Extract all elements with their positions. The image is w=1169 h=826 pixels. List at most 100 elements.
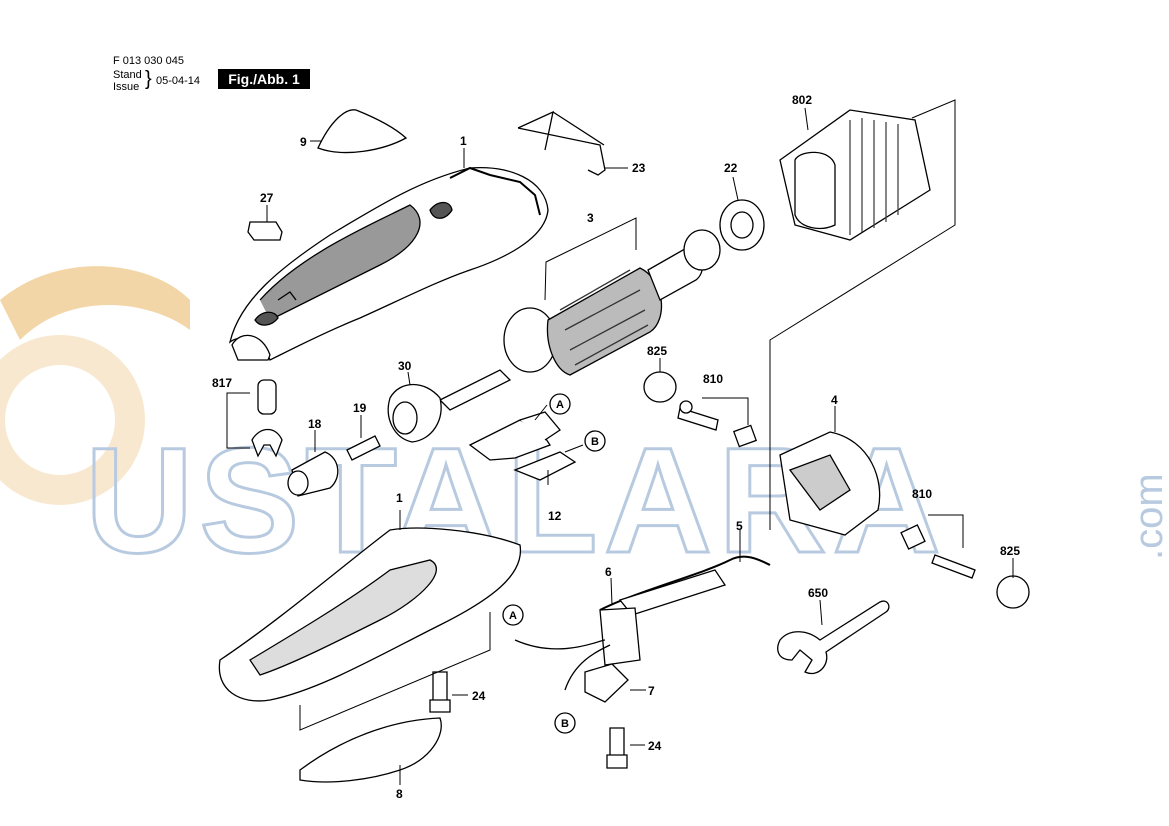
label-part-9: 9 xyxy=(300,135,307,149)
housing-switch-slot xyxy=(429,201,453,219)
brush-block xyxy=(519,411,561,441)
label-part-7: 7 xyxy=(648,684,655,698)
leader-30 xyxy=(407,371,411,386)
part-30-opening xyxy=(392,401,418,435)
part-1-lower-bracket xyxy=(299,612,491,731)
label-part-825-bottom: 825 xyxy=(1000,544,1020,558)
label-part-19: 19 xyxy=(353,401,367,415)
label-part-3: 3 xyxy=(587,211,594,225)
watermark-accent-arc xyxy=(0,266,190,340)
label-part-30: 30 xyxy=(398,359,412,373)
leader-a1 xyxy=(534,404,548,421)
label-part-18: 18 xyxy=(308,417,322,431)
issue-label: Issue xyxy=(113,81,140,93)
part-810-bracket-bottom xyxy=(928,514,964,548)
part-27-button xyxy=(247,221,283,241)
part-1-upper-housing xyxy=(228,166,549,361)
label-part-810-top: 810 xyxy=(703,372,723,386)
ref-circle-a2 xyxy=(502,604,524,626)
leader-b1 xyxy=(564,444,584,453)
part-23-clip xyxy=(517,110,606,176)
label-part-22: 22 xyxy=(724,161,738,175)
part-19-shaft-lock xyxy=(346,435,381,461)
label-part-4: 4 xyxy=(831,393,838,407)
housing-grip-shading xyxy=(259,204,421,321)
label-part-23: 23 xyxy=(632,161,646,175)
leader-802 xyxy=(804,107,809,131)
housing-lock-button xyxy=(254,311,279,326)
field-coil-windings xyxy=(849,118,899,235)
label-part-650: 650 xyxy=(808,586,828,600)
ref-circle-b1 xyxy=(584,430,606,452)
leader-650 xyxy=(819,599,823,626)
part-825-cap-bottom xyxy=(996,575,1030,609)
document-number: F 013 030 045 xyxy=(113,55,184,67)
part-825-cap-top xyxy=(643,371,677,403)
label-part-1-bottom: 1 xyxy=(396,491,403,505)
leader-lines xyxy=(266,107,1014,785)
armature-windings xyxy=(559,269,649,366)
label-part-802: 802 xyxy=(792,93,812,107)
part-810-washer-top xyxy=(679,400,693,414)
brace-glyph: } xyxy=(145,68,152,90)
figure-label: Fig./Abb. 1 xyxy=(218,69,310,89)
label-part-817: 817 xyxy=(212,376,232,390)
part-9-cover xyxy=(317,109,408,154)
ref-label-b2: B xyxy=(561,718,569,730)
leader-22 xyxy=(732,176,739,201)
issue-date: 05-04-14 xyxy=(156,75,201,87)
ref-circle-a1 xyxy=(549,393,571,415)
housing-vents xyxy=(449,166,541,216)
part-12-brush-plate xyxy=(513,451,577,481)
label-part-8: 8 xyxy=(396,787,403,801)
label-part-1-top: 1 xyxy=(460,134,467,148)
part-24-screw-right xyxy=(606,727,628,769)
lower-housing-interior xyxy=(249,559,437,676)
housing-arrow-mark xyxy=(277,291,297,301)
ref-label-b1: B xyxy=(591,436,599,448)
reference-markers: A B A B xyxy=(502,393,606,734)
ref-circle-b2 xyxy=(554,712,576,734)
part-18-nut-face xyxy=(287,470,309,496)
watermark-accent-ring xyxy=(0,335,145,505)
leader-6 xyxy=(610,577,613,606)
label-part-24-left: 24 xyxy=(472,689,486,703)
end-cap-insert xyxy=(788,454,851,511)
watermark-suffix: .com xyxy=(1127,473,1169,560)
label-part-810-bottom: 810 xyxy=(912,487,932,501)
armature-bearing xyxy=(683,229,721,271)
label-part-24-right: 24 xyxy=(648,739,662,753)
ref-label-a1: A xyxy=(556,399,564,411)
part-802-bracket xyxy=(769,99,956,530)
part-7-clamp xyxy=(584,663,629,703)
armature-shaft xyxy=(438,369,512,411)
part-810-spring-top xyxy=(677,407,719,431)
part-810-spring-bottom xyxy=(931,554,976,579)
housing-nose xyxy=(231,334,271,361)
label-part-27: 27 xyxy=(260,191,274,205)
part-24-screw-left xyxy=(429,671,451,713)
stand-label: Stand xyxy=(113,69,142,81)
part-810-bracket-top xyxy=(702,397,749,425)
part-22-bearing-inner xyxy=(730,211,754,239)
part-650-wrench xyxy=(777,600,890,675)
part-3-bracket xyxy=(544,217,637,301)
label-part-5: 5 xyxy=(736,519,743,533)
part-817-ring xyxy=(251,428,283,458)
cord-wires xyxy=(514,639,611,691)
part-817-collet xyxy=(257,379,277,415)
label-part-12: 12 xyxy=(548,509,562,523)
label-part-6: 6 xyxy=(605,565,612,579)
field-coil-pole xyxy=(794,151,836,229)
parts-artwork xyxy=(218,99,1030,783)
part-817-bracket xyxy=(226,392,250,449)
part-8-cover xyxy=(299,717,442,783)
label-part-825-top: 825 xyxy=(647,344,667,358)
part-6-grommet xyxy=(599,607,641,666)
ref-label-a2: A xyxy=(509,610,517,622)
part-number-labels: 9 1 27 23 3 22 802 30 817 18 19 12 825 8… xyxy=(212,93,1020,801)
part-810-carbon-bottom xyxy=(900,524,926,550)
part-810-carbon-top xyxy=(732,424,758,448)
